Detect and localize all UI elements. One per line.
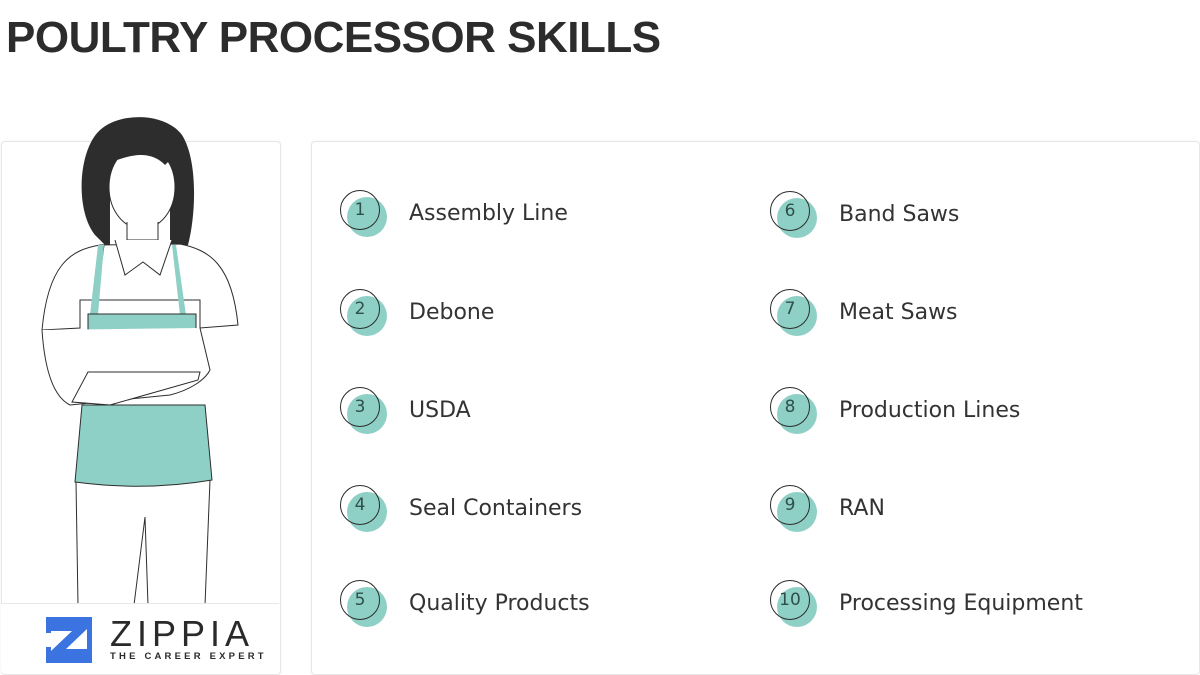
skill-item: 4 Seal Containers xyxy=(339,483,582,533)
zippia-z-icon xyxy=(46,617,92,663)
number-badge: 2 xyxy=(339,288,387,336)
skill-label: USDA xyxy=(409,397,471,423)
skill-label: Assembly Line xyxy=(409,200,568,226)
woman-apron-illustration xyxy=(41,117,239,606)
skill-item: 8 Production Lines xyxy=(769,385,1020,435)
skill-item: 2 Debone xyxy=(339,287,494,337)
skill-label: Debone xyxy=(409,299,495,325)
number-badge: 9 xyxy=(769,484,817,532)
skill-item: 6 Band Saws xyxy=(769,189,959,239)
skill-item: 7 Meat Saws xyxy=(769,287,958,337)
skill-item: 10 Processing Equipment xyxy=(769,578,1083,628)
number-badge: 7 xyxy=(769,288,817,336)
skill-label: Seal Containers xyxy=(409,495,583,521)
skill-label: Meat Saws xyxy=(839,299,958,325)
skill-label: RAN xyxy=(839,495,885,521)
skill-item: 9 RAN xyxy=(769,483,885,533)
skill-label: Quality Products xyxy=(409,590,590,616)
number-badge: 6 xyxy=(769,190,817,238)
number-badge: 1 xyxy=(339,189,387,237)
skill-item: 3 USDA xyxy=(339,385,471,435)
logo-tagline: THE CAREER EXPERT xyxy=(110,651,267,662)
logo-wordmark: ZIPPIA xyxy=(110,613,255,654)
skill-label: Band Saws xyxy=(839,201,960,227)
number-badge: 10 xyxy=(769,579,817,627)
number-badge: 5 xyxy=(339,579,387,627)
number-badge: 4 xyxy=(339,484,387,532)
skill-label: Processing Equipment xyxy=(839,590,1083,616)
skill-item: 1 Assembly Line xyxy=(339,188,568,238)
number-badge: 3 xyxy=(339,386,387,434)
number-badge: 8 xyxy=(769,386,817,434)
skill-label: Production Lines xyxy=(839,397,1021,423)
page-title: POULTRY PROCESSOR SKILLS xyxy=(6,13,661,62)
skill-item: 5 Quality Products xyxy=(339,578,590,628)
